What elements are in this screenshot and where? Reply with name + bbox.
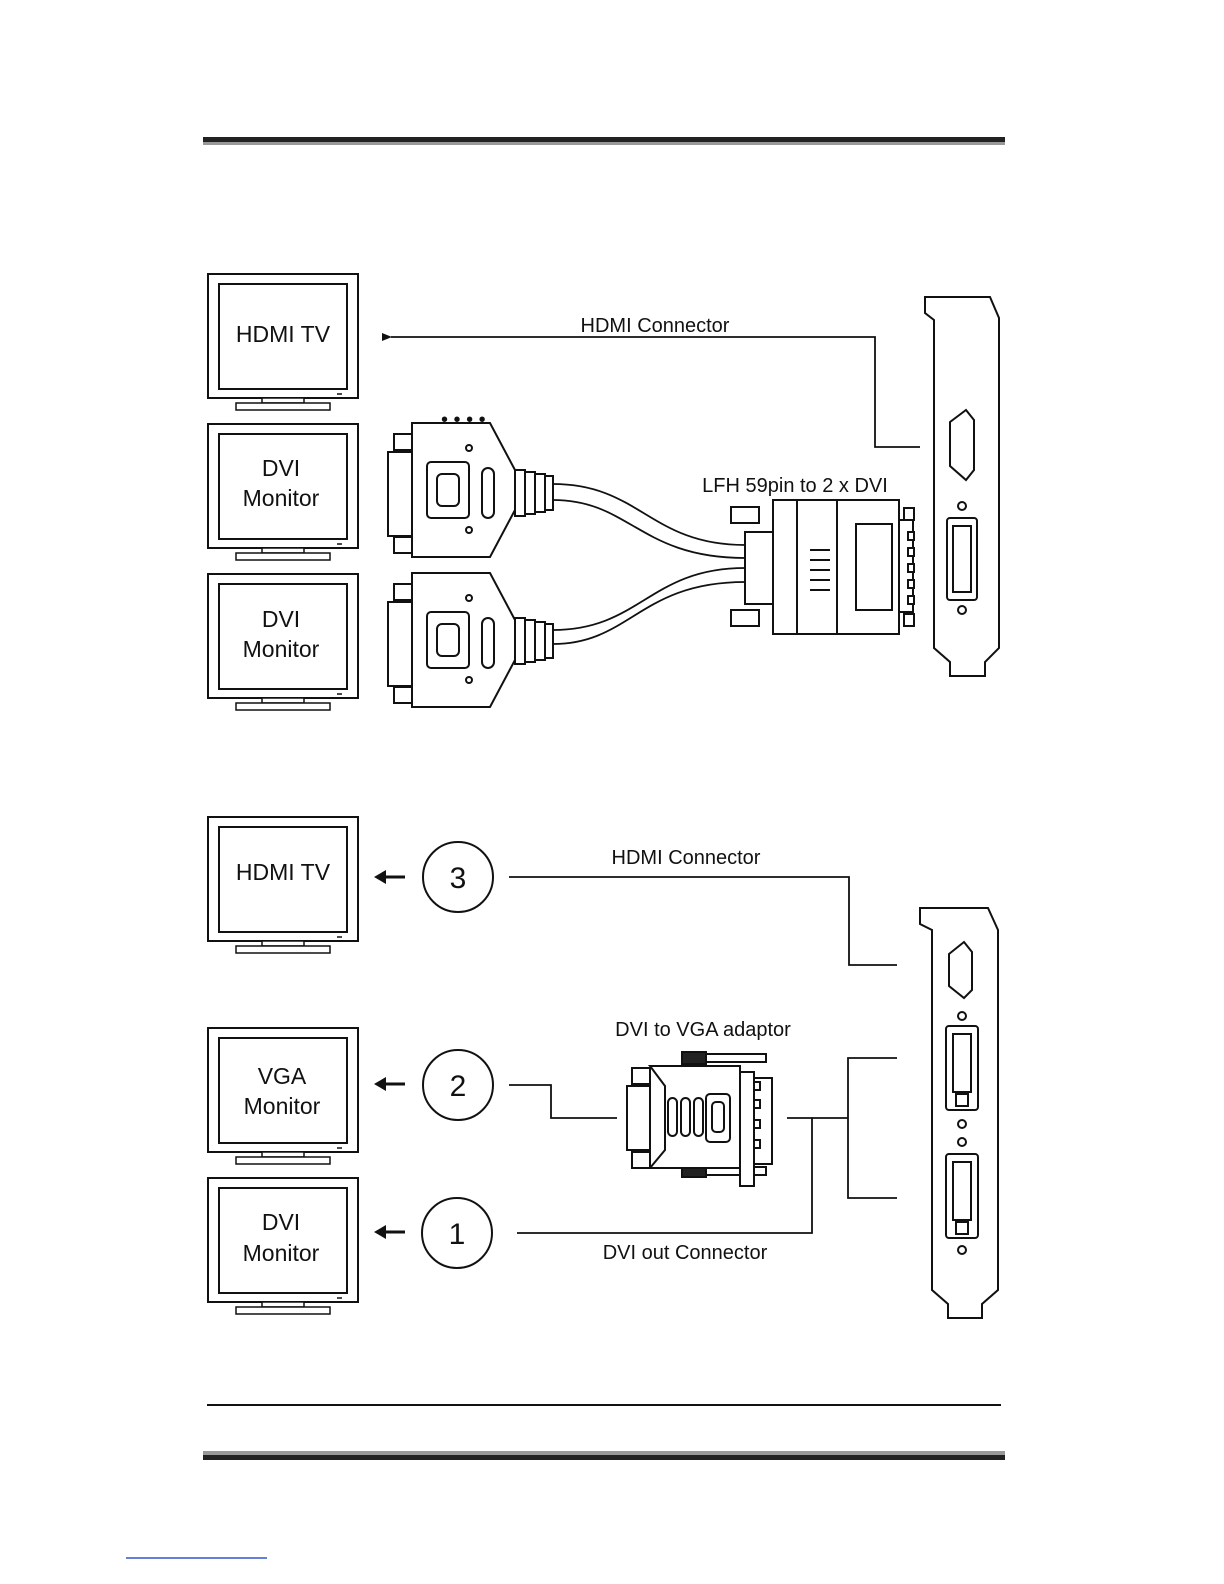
lfh-cable-label: LFH 59pin to 2 x DVI bbox=[702, 475, 888, 497]
lfh59-connector-icon bbox=[731, 500, 914, 634]
dvi-monitor-2: DVI Monitor bbox=[208, 574, 358, 710]
dvi-monitor-3-label-line2: Monitor bbox=[243, 1240, 320, 1266]
diagram-hdmi-plus-dual-dvi: HDMI TV DVI Monitor DVI Monitor HDMI Con… bbox=[208, 274, 999, 710]
hdmi-tv-monitor-2: HDMI TV bbox=[208, 817, 358, 953]
hdmi-tv-2-label: HDMI TV bbox=[236, 859, 331, 885]
top-rule bbox=[203, 137, 1005, 145]
graphics-card-bracket-2 bbox=[920, 908, 998, 1318]
hdmi-connector-2-label: HDMI Connector bbox=[612, 847, 761, 869]
dvi-to-vga-adaptor-icon bbox=[627, 1052, 772, 1186]
vga-monitor-label-line1: VGA bbox=[258, 1063, 307, 1089]
dvi-monitor-2-label-line2: Monitor bbox=[243, 636, 320, 662]
hdmi-tv-label: HDMI TV bbox=[236, 321, 331, 347]
splitter-cables bbox=[553, 484, 745, 644]
badge-3-number: 3 bbox=[450, 862, 467, 895]
dvi-monitor-1-label-line1: DVI bbox=[262, 455, 300, 481]
dvi-monitor-1-label-line2: Monitor bbox=[243, 485, 320, 511]
dvi-monitor-3-label-line1: DVI bbox=[262, 1209, 300, 1235]
badge-1-number: 1 bbox=[449, 1218, 466, 1251]
badge-2-number: 2 bbox=[450, 1070, 467, 1103]
dvi-out-connector-label: DVI out Connector bbox=[603, 1242, 768, 1264]
dvi-monitor-3: DVI Monitor bbox=[208, 1178, 358, 1314]
output-arrows bbox=[374, 870, 405, 1239]
dvi-monitor-2-label-line1: DVI bbox=[262, 606, 300, 632]
dvi-to-vga-adaptor-label: DVI to VGA adaptor bbox=[615, 1019, 791, 1041]
bottom-rule bbox=[203, 1451, 1005, 1460]
dvi-plug-1-notch-marks: • • • • bbox=[441, 409, 486, 431]
badge-3: 3 bbox=[423, 842, 493, 912]
diagram-hdmi-vga-dvi: HDMI TV VGA Monitor DVI Monitor bbox=[208, 817, 998, 1318]
dvi-plug-2-icon bbox=[388, 573, 553, 707]
vga-monitor: VGA Monitor bbox=[208, 1028, 358, 1164]
badge-2: 2 bbox=[423, 1050, 493, 1120]
dvi-plug-1-icon bbox=[388, 423, 553, 557]
hdmi-connector-label: HDMI Connector bbox=[581, 315, 730, 337]
hdmi-tv-monitor: HDMI TV bbox=[208, 274, 358, 410]
badge-1: 1 bbox=[422, 1198, 492, 1268]
graphics-card-bracket-1 bbox=[925, 297, 999, 676]
dvi-monitor-1: DVI Monitor bbox=[208, 424, 358, 560]
vga-monitor-label-line2: Monitor bbox=[244, 1093, 321, 1119]
